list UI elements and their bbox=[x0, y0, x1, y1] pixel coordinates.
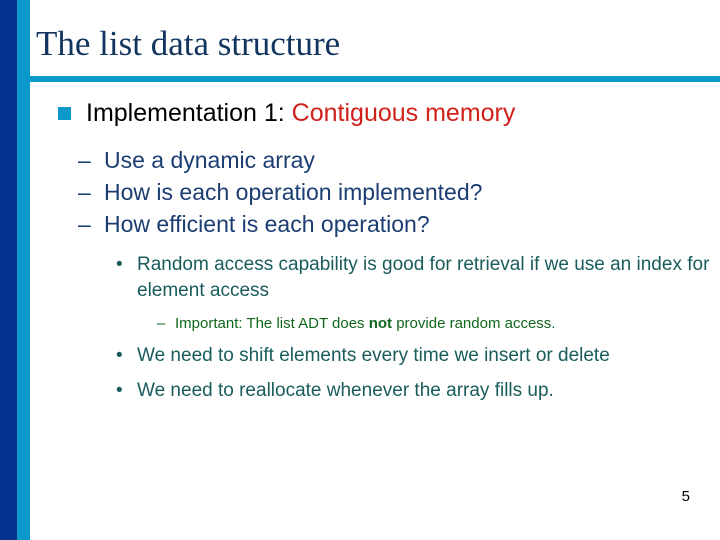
bullet-level3-label: We need to shift elements every time we … bbox=[137, 345, 610, 366]
square-bullet-icon bbox=[58, 107, 71, 120]
en-dash-bullet-icon: – bbox=[78, 147, 91, 173]
round-bullet-icon: • bbox=[116, 380, 123, 401]
bullet-level3-label: Random access capability is good for ret… bbox=[137, 254, 710, 301]
bullet-level1-implementation: Implementation 1: Contiguous memory bbox=[58, 96, 720, 130]
left-stripe-dark bbox=[0, 0, 17, 540]
slide-body: Implementation 1: Contiguous memory –Use… bbox=[0, 96, 720, 404]
bullet-level2-item-1: –How is each operation implemented? bbox=[78, 176, 720, 208]
bullet-level3-label: We need to reallocate whenever the array… bbox=[137, 380, 554, 401]
en-dash-bullet-icon: – bbox=[78, 179, 91, 205]
en-dash-bullet-icon: – bbox=[78, 211, 91, 237]
bullet-level2-label: How is each operation implemented? bbox=[104, 179, 483, 205]
bullet-level2-item-2: –How efficient is each operation? bbox=[78, 208, 720, 240]
bullet-level1-label-red: Contiguous memory bbox=[291, 99, 516, 127]
title-divider-rule bbox=[30, 76, 720, 82]
bullet-level3-item-1: • We need to shift elements every time we… bbox=[114, 343, 712, 369]
left-stripe-cyan bbox=[17, 0, 30, 540]
bullet-level4-label-part2: provide random access. bbox=[392, 315, 556, 332]
bullet-level4-label-part1: Important: The list ADT does bbox=[175, 315, 369, 332]
round-bullet-icon: • bbox=[116, 345, 123, 366]
slide-title: The list data structure bbox=[36, 24, 341, 63]
bullet-level2-item-0: –Use a dynamic array bbox=[78, 144, 720, 176]
bullet-level4-important: –Important: The list ADT does not provid… bbox=[157, 313, 720, 334]
bullet-level3-item-2: • We need to reallocate whenever the arra… bbox=[114, 378, 712, 404]
round-bullet-icon: • bbox=[116, 254, 123, 275]
bullet-level2-label: Use a dynamic array bbox=[104, 147, 315, 173]
page-number: 5 bbox=[681, 488, 690, 505]
bullet-level3-item-0: • Random access capability is good for re… bbox=[114, 252, 712, 304]
en-dash-bullet-icon: – bbox=[157, 315, 166, 332]
bullet-level2-label: How efficient is each operation? bbox=[104, 211, 430, 237]
bullet-level4-label-bold: not bbox=[368, 315, 393, 332]
bullet-level1-label-black: Implementation 1: bbox=[86, 99, 285, 127]
